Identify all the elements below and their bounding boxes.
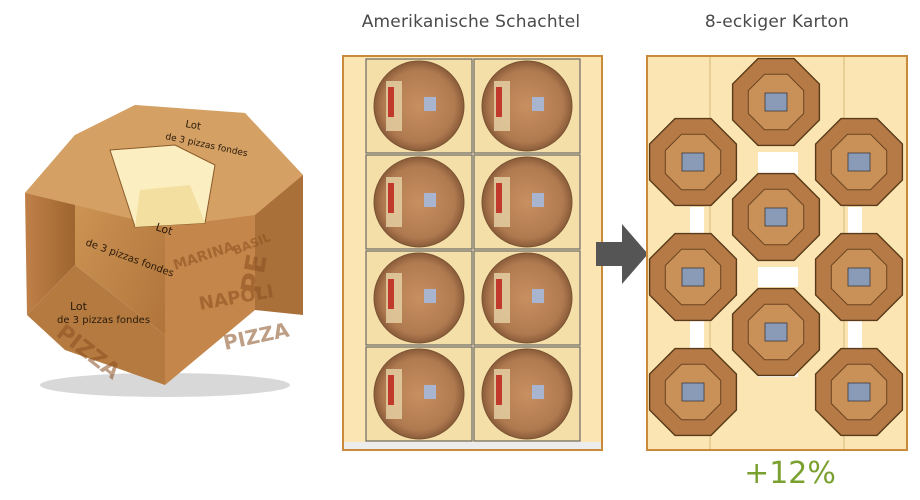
american-box-pallet [342,55,603,451]
american-box-grid [344,58,601,449]
square-pizza-box [473,58,581,154]
octagonal-box-illustration: MARINA NAPOLI PIZZA PIZZA BASIL PE Lot d… [25,105,303,397]
square-pizza-box [365,154,473,250]
box-print-lot-front: Lot [154,220,175,238]
square-pizza-box [365,58,473,154]
octagon-pizza-box [731,172,821,262]
octagon-pizza-box [648,347,738,437]
octagon-pizza-box [731,57,821,147]
box-print-lot-side: Lot [70,300,88,313]
square-pizza-box [473,250,581,346]
capacity-gain-label: +12% [744,456,836,491]
octagon-pizza-box [648,117,738,207]
octagon-box-title: 8-eckiger Karton [704,12,850,32]
octagon-pizza-box [814,232,904,322]
square-pizza-box [365,250,473,346]
octagon-pizza-box [814,117,904,207]
american-box-title: Amerikanische Schachtel [361,12,581,32]
octagon-box-pallet [646,55,908,451]
square-pizza-box [473,154,581,250]
octagon-box-grid [648,57,904,449]
square-pizza-box [473,346,581,442]
octagon-pizza-box [814,347,904,437]
octagon-pizza-box [731,287,821,377]
square-pizza-box [365,346,473,442]
arrow-right-icon [596,224,648,284]
octagon-pizza-box [648,232,738,322]
box-print-lot-top: Lot [184,119,201,133]
box-print-subtitle-side: de 3 pizzas fondes [57,315,150,326]
svg-text:PE: PE [234,251,273,296]
